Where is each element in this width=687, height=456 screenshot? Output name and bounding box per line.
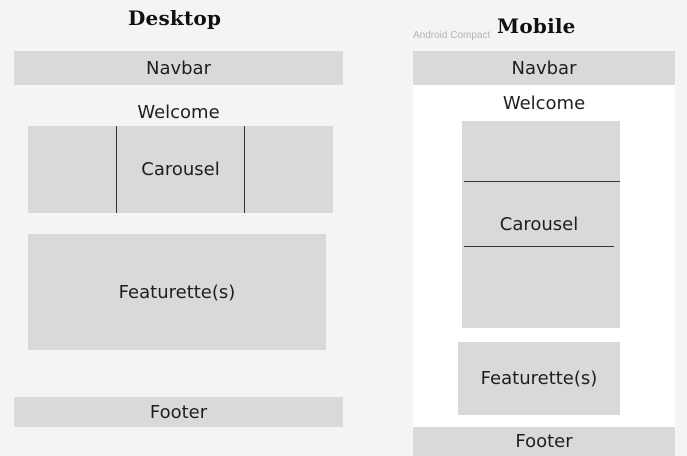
desktop-featurette-label: Featurette(s)	[118, 281, 236, 303]
desktop-carousel-divider-left	[116, 126, 117, 213]
desktop-footer-label: Footer	[149, 401, 208, 423]
mobile-featurette: Featurette(s)	[458, 342, 620, 415]
desktop-carousel: Carousel	[28, 126, 333, 213]
mobile-navbar-label: Navbar	[511, 57, 577, 79]
mobile-welcome-text: Welcome	[502, 93, 586, 114]
desktop-heading: Desktop	[128, 6, 222, 30]
mobile-carousel: Carousel	[462, 121, 620, 328]
desktop-carousel-label: Carousel	[141, 159, 220, 180]
mobile-navbar: Navbar	[413, 51, 675, 85]
mobile-carousel-divider-bottom	[464, 246, 614, 247]
mobile-footer: Footer	[413, 427, 675, 456]
desktop-navbar-label: Navbar	[145, 57, 211, 79]
mobile-footer-label: Footer	[515, 431, 573, 452]
mobile-frame-label: Android Compact	[413, 30, 491, 41]
desktop-featurette: Featurette(s)	[28, 234, 326, 350]
desktop-navbar: Navbar	[14, 51, 343, 85]
desktop-carousel-divider-right	[244, 126, 245, 213]
mobile-carousel-label: Carousel	[499, 214, 579, 235]
desktop-welcome-text: Welcome	[137, 102, 220, 123]
mobile-heading: Mobile	[497, 14, 576, 38]
mobile-carousel-divider-top	[464, 181, 620, 182]
desktop-footer: Footer	[14, 397, 343, 427]
mobile-featurette-label: Featurette(s)	[480, 368, 598, 389]
